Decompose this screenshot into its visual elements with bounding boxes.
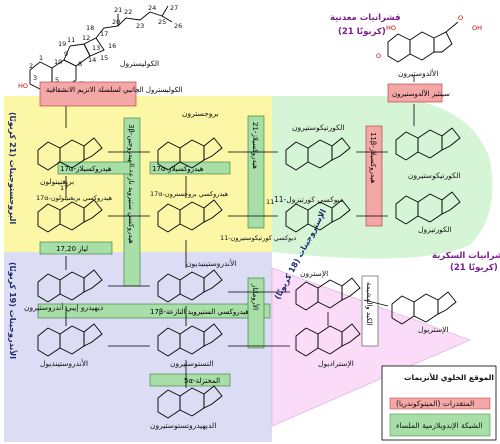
androstenediol-label: الأندروستينديول	[40, 358, 88, 368]
hydroxylase11-label: 11β-هيدروكسيلاز	[369, 132, 377, 184]
legend-title: الموقع الخلوي للأنزيمات	[404, 373, 494, 382]
mineralocorticoid-carbons: (21 كربونًا)	[338, 26, 386, 37]
hsd17b-label: 17β-هيدروكسي الستيرويد النازعة	[150, 308, 249, 316]
svg-text:O: O	[458, 14, 463, 22]
corticosterone-label: الكورتيكوستيرون	[292, 123, 344, 132]
liver-placenta-box	[361, 275, 379, 347]
androstenedione-label: الأندروستينيديون	[186, 258, 236, 268]
hydroxylase11-box	[365, 125, 383, 227]
carbon-20: 20	[112, 18, 120, 26]
carbon-12: 12	[82, 34, 90, 42]
scc-enzyme-label: الكوليسترول الجانبي لسلسلة الانزيم الانش…	[46, 86, 182, 94]
hydroxylase21-box	[247, 115, 265, 229]
deoxycorticosterone-label: 11-ديوكسي كورتيكوستيرون	[220, 234, 296, 242]
aromatase-box	[247, 277, 265, 349]
legend-mito-swatch	[389, 397, 491, 410]
reductase5-box	[149, 373, 231, 387]
carbon-10: 10	[54, 58, 62, 66]
scc-enzyme-box	[39, 81, 137, 107]
deoxycortisol-label: 11-ديوكسي كورتيزول	[274, 195, 343, 204]
legend-er-swatch	[389, 413, 491, 437]
legend: الموقع الخلوي للأنزيمات المتقدرات (الميت…	[381, 365, 497, 441]
reductase5-label: 5α-المختزلة	[184, 377, 220, 385]
carbon-17: 17	[100, 30, 108, 38]
androgen-side-label: الأندروجينات (19 كربونًا)	[8, 262, 18, 359]
progestogen-side-label: البروجستوجينات (21 كربونًا)	[8, 112, 17, 224]
carbon-26: 26	[174, 22, 182, 30]
aldosterone-synthase-box	[387, 83, 443, 103]
cholesterol-hydroxyl: HO	[18, 82, 28, 90]
carbon-13: 13	[92, 44, 100, 52]
carbon-1: 1	[39, 54, 43, 62]
carbon-3: 3	[33, 74, 37, 82]
aldosterone-label: الألدوستيرون	[398, 68, 438, 78]
aromatase-label: الأروماتاز	[251, 283, 260, 310]
carbon-15: 15	[100, 54, 108, 62]
carbon-23: 23	[136, 22, 144, 30]
estriol-label: الإستريول	[418, 325, 448, 334]
svg-text:O: O	[376, 52, 381, 60]
carbon-21: 21	[114, 6, 122, 14]
lyase-label: 17,20 لياز	[56, 245, 88, 253]
svg-text:HO: HO	[386, 24, 396, 32]
carbon-8: 8	[78, 60, 82, 68]
carbon-25: 25	[158, 18, 166, 26]
carbon-14: 14	[88, 56, 96, 64]
carbon-18: 18	[86, 24, 94, 32]
carbon-9: 9	[64, 50, 68, 58]
dht-label: الديهيدروتستوستيرون	[150, 421, 216, 430]
oh17-pregnenolone-label: 17α-هيدروكسي بريغنينولون	[36, 194, 113, 202]
cholesterol-label: الكوليسترول	[120, 59, 159, 68]
legend-mito-label: المتقدرات (الميتوكوندريا)	[396, 399, 474, 408]
oh17-progesterone-label: 17α-هيدروكسي بروجسترون	[150, 190, 229, 198]
molecule-skeletons	[37, 127, 461, 419]
hydroxylase21-label: 21-هيدروكسيلاز	[251, 122, 259, 169]
cortisol-label: الكورتيزول	[418, 225, 452, 234]
hsd17b-box	[37, 303, 271, 319]
estradiol-label: الإستراديول	[318, 359, 354, 368]
cyp17-upper-label: 17α-هيدروكسيلاز	[60, 165, 112, 173]
aldosterone-structure: O HO O OH	[376, 14, 482, 63]
glucocorticoid-carbons: (21 كربونًا)	[450, 262, 498, 273]
cyp17-right-label: 17α-هيدروكسيلاز	[152, 165, 204, 173]
carbon-5: 5	[55, 76, 59, 84]
carbon-19: 19	[58, 40, 66, 48]
hsd3b-label: 3β-هيدروكسي ستيرويد نازعة الهيدروجين	[127, 124, 135, 244]
carbon-2: 2	[29, 62, 33, 70]
carbon-16: 16	[108, 42, 116, 50]
lyase-box	[39, 241, 113, 255]
carbon-11: 11	[67, 36, 75, 44]
dhea-label: ديهيدرو إيبي أندروستيرون	[24, 302, 103, 312]
corticosterone-right-label: الكورتيكوستيرون	[408, 171, 460, 180]
mineralocorticoid-heading: قشرانيات معدنية	[330, 13, 401, 23]
legend-er-label: الشبكة الإندوبلازمية الملساء	[396, 421, 482, 430]
pregnenolone-label: بريغنينولون	[40, 177, 74, 186]
svg-text:OH: OH	[472, 24, 482, 32]
estrone-label: الإسترون	[300, 269, 328, 278]
carbon-24: 24	[148, 4, 156, 12]
glucocorticoid-heading: القشرانيات السكرية	[432, 251, 500, 261]
testosterone-label: التستوستيرون	[170, 359, 214, 368]
aldosterone-synthase-label: سينثيز الألدوستيرون	[392, 89, 450, 98]
c11-label: 11	[266, 198, 274, 206]
cyp17-box-right	[149, 161, 231, 175]
progesterone-label: بروجسترون	[182, 109, 219, 118]
liver-placenta-label: الكبد والمشيمة	[365, 282, 373, 326]
carbon-22: 22	[124, 8, 132, 16]
pathway-arrows	[65, 76, 415, 388]
c17-label: 17	[60, 184, 68, 192]
carbon-27: 27	[170, 4, 178, 12]
